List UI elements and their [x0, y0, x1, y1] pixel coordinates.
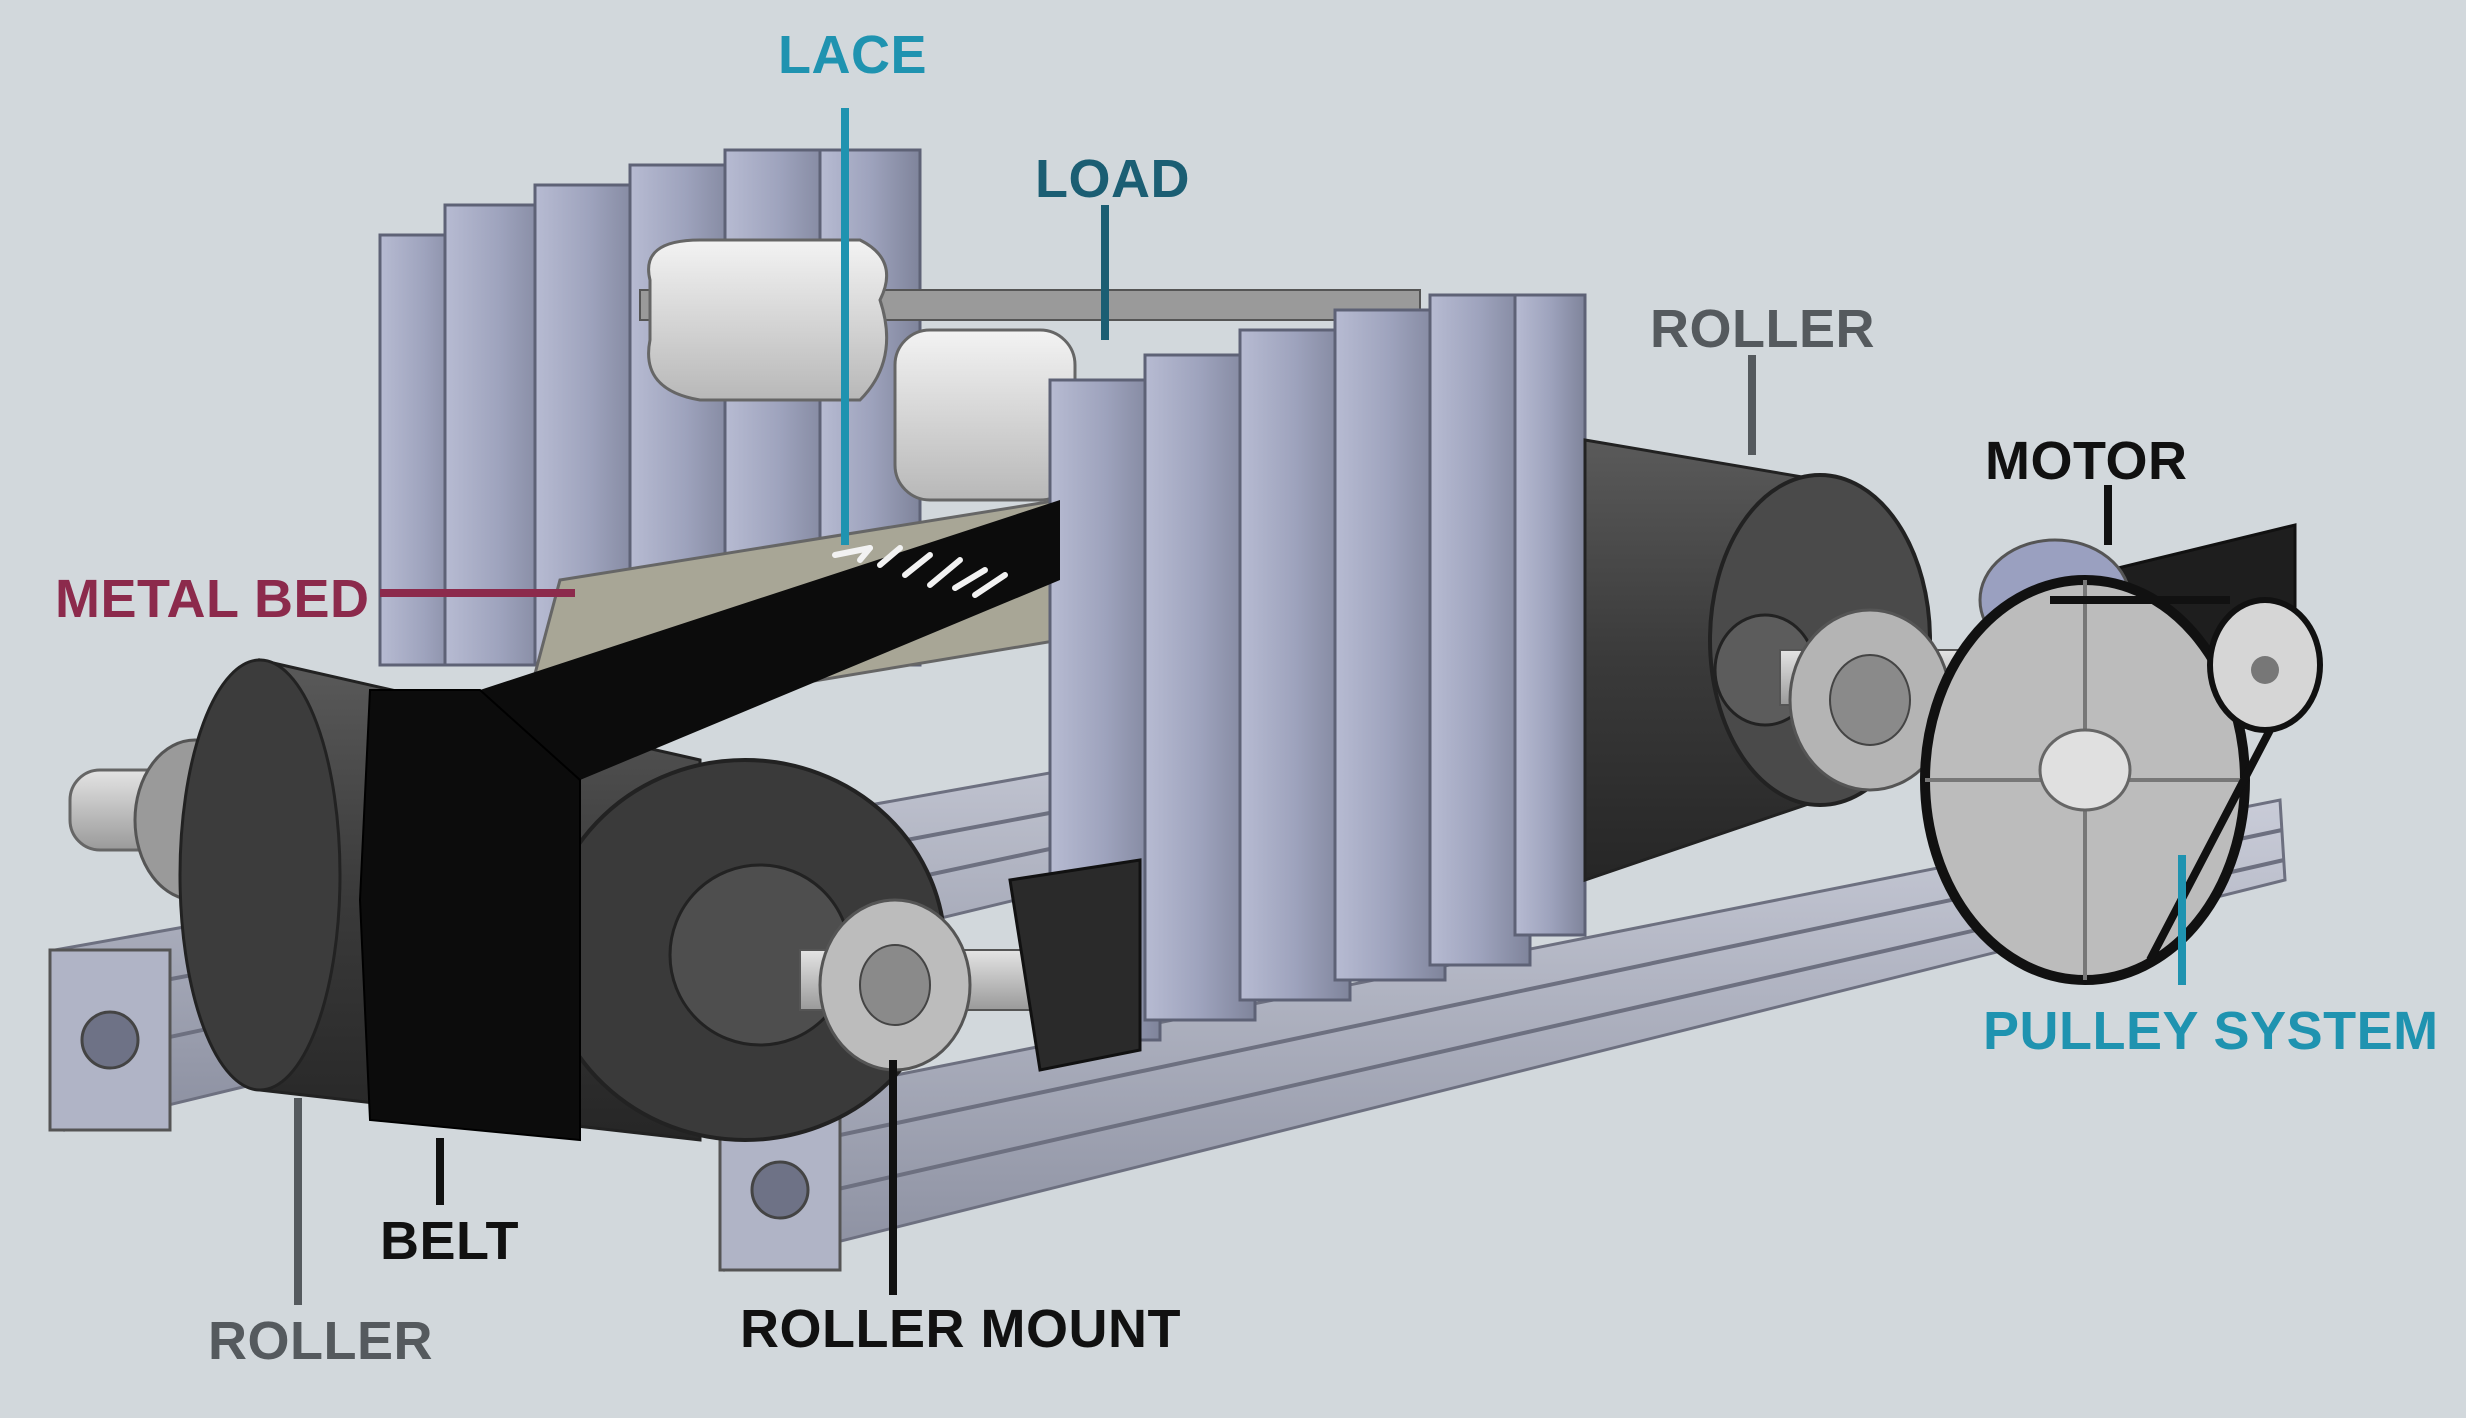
belt — [358, 500, 1060, 1142]
label-metal-bed: METAL BED — [55, 569, 370, 629]
right-roller — [1583, 438, 1971, 883]
label-roller-left: ROLLER — [208, 1311, 433, 1371]
label-roller-mount: ROLLER MOUNT — [740, 1299, 1181, 1359]
label-belt: BELT — [380, 1211, 519, 1271]
label-motor: MOTOR — [1985, 431, 2188, 491]
front-extrusion-frame — [1048, 293, 1587, 1042]
label-load: LOAD — [1035, 149, 1190, 209]
load-assembly — [639, 238, 1421, 502]
label-lace: LACE — [778, 25, 927, 85]
label-roller-right: ROLLER — [1650, 299, 1875, 359]
motor-pulley — [1920, 523, 2323, 985]
label-pulley-system: PULLEY SYSTEM — [1983, 1001, 2439, 1061]
